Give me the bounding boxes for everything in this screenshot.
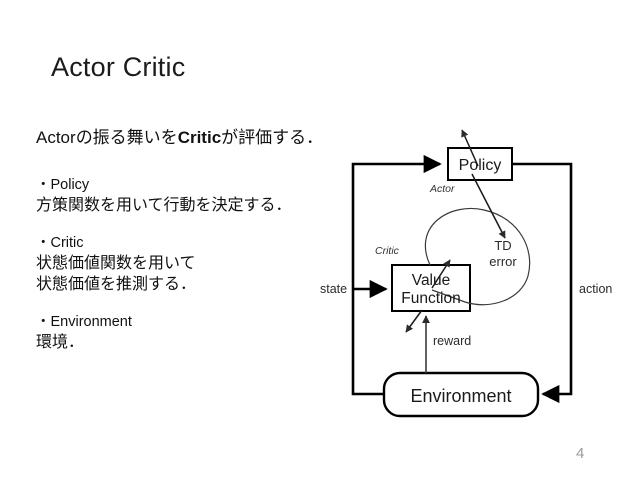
state-trunk-line [351,154,442,396]
bullet-critic-line-0: 状態価値関数を用いて [36,255,196,272]
bullet-environment-head: ・Environment [36,314,132,330]
bullet-critic-head: ・Critic [36,235,84,251]
diagram-wiring [351,154,573,404]
bullet-environment: ・Environment 環境． [36,312,336,353]
lead-sentence: Actorの振る舞いをCriticが評価する． [36,127,336,149]
actor-critic-diagram: Policy Value Function Environment Actor … [300,110,638,430]
td-error-label-line2: error [489,254,517,269]
environment-box-label: Environment [410,386,511,406]
value-function-label-line2: Function [401,290,460,307]
actor-label: Actor [429,183,455,195]
lead-suffix: が評価する． [221,128,324,147]
value-function-pointer-down [405,309,423,333]
bullet-critic-line-1: 状態価値を推測する． [36,276,197,293]
bullet-policy-head: ・Policy [36,177,90,193]
page-number: 4 [576,445,585,462]
td-error-curve [424,207,531,306]
action-label: action [579,282,612,296]
value-function-pointer-up [431,259,451,289]
value-function-box [391,264,471,312]
diagram-pointer-ticks [405,129,506,333]
policy-pointer-up [461,129,479,167]
critic-label: Critic [375,245,400,257]
bullet-policy-line-0: 方策関数を用いて行動を決定する． [36,197,292,214]
policy-box [447,147,513,181]
policy-box-label: Policy [459,157,502,174]
bullet-policy: ・Policy 方策関数を用いて行動を決定する． [36,175,336,216]
action-return-line [512,162,573,404]
bullet-critic: ・Critic 状態価値関数を用いて 状態価値を推測する． [36,233,336,295]
environment-box [382,371,540,418]
lead-prefix: Actor [36,128,76,147]
td-error-label-line1: TD [494,238,511,253]
value-function-label-line1: Value [412,272,451,289]
lead-bold: Critic [177,128,222,147]
diagram-labels: Policy Value Function Environment Actor … [320,157,612,406]
slide-body: Actorの振る舞いをCriticが評価する． ・Policy 方策関数を用いて… [36,127,336,370]
state-label: state [320,282,347,296]
diagram-boxes [382,147,540,418]
bullet-environment-line-0: 環境． [36,334,85,351]
lead-middle: の振る舞いを [75,128,178,147]
reward-label: reward [433,334,471,348]
td-error-loop [424,207,531,306]
policy-pointer-down [471,173,506,239]
page-title: Actor Critic [51,52,186,82]
